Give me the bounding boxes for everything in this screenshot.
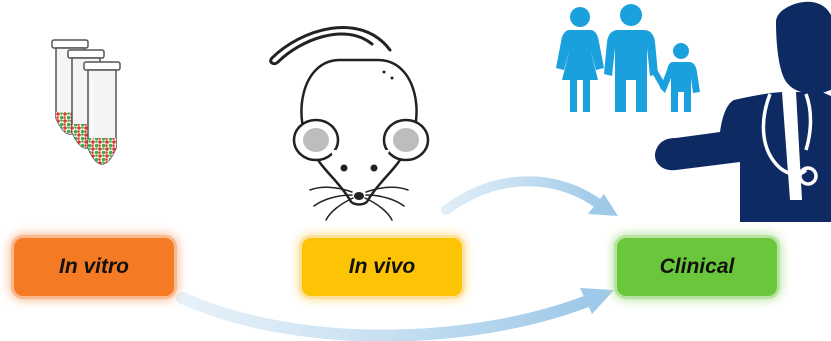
arrow-invivo-to-clinical	[446, 181, 618, 216]
mouse-tail	[271, 27, 390, 63]
stage-label-in-vitro: In vitro	[59, 255, 129, 279]
test-tube-3	[84, 62, 120, 184]
doctor-body	[655, 92, 831, 222]
stage-box-clinical: Clinical	[617, 238, 777, 296]
stage-box-in-vivo: In vivo	[302, 238, 462, 296]
family-child	[660, 43, 700, 112]
family-icon	[556, 4, 700, 112]
family-father	[604, 4, 658, 112]
stage-label-clinical: Clinical	[660, 255, 735, 279]
stage-box-in-vitro: In vitro	[14, 238, 174, 296]
doctor-icon	[655, 2, 831, 222]
test-tubes-icon	[52, 40, 120, 184]
mouse-icon	[271, 27, 428, 220]
stage-label-in-vivo: In vivo	[349, 255, 416, 279]
doctor-head	[776, 2, 831, 94]
family-mother	[556, 7, 604, 112]
